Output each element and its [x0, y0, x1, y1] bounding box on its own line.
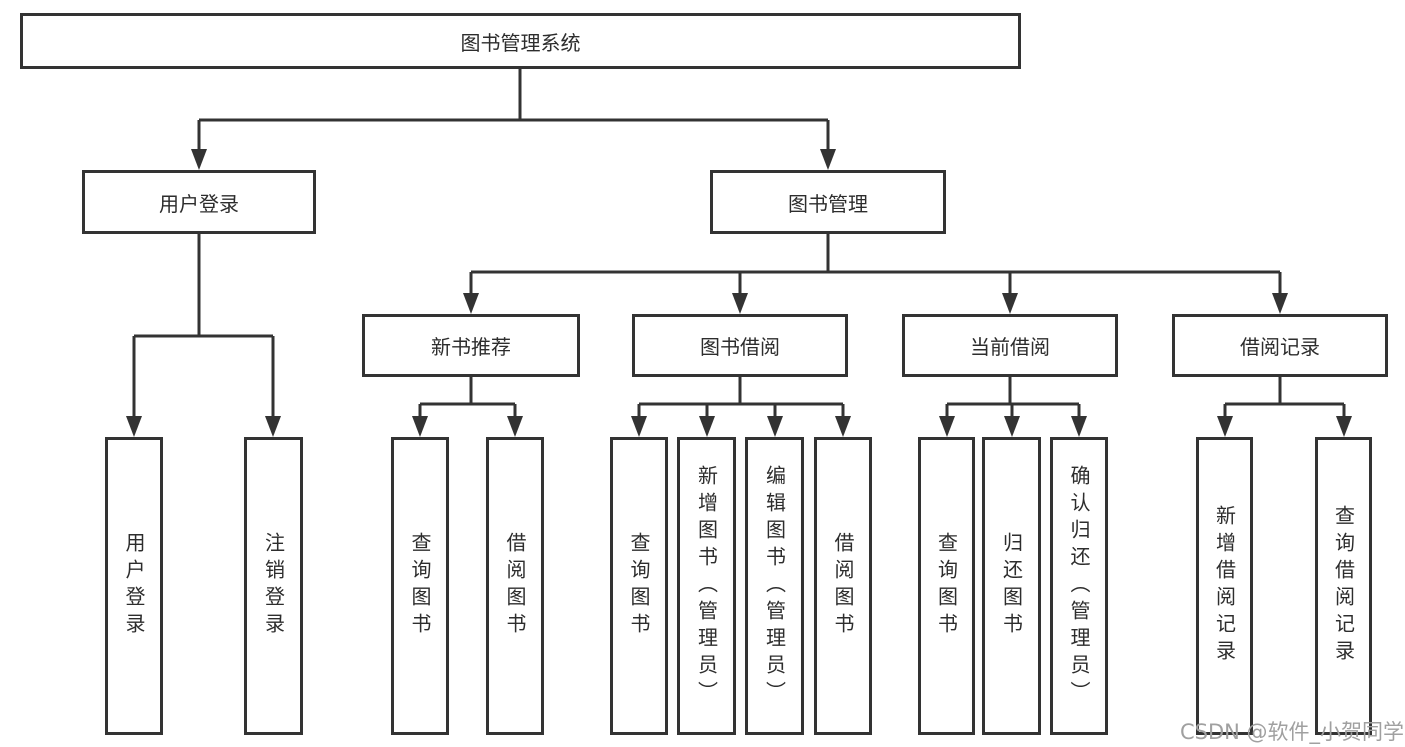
arrowhead-icon	[1272, 293, 1288, 314]
arrowhead-icon	[1217, 416, 1233, 437]
leaf-borrow-books: 借阅图书	[814, 437, 872, 735]
arrowhead-icon	[463, 293, 479, 314]
leaf-add-book-admin: 新增图书（管理员）	[677, 437, 736, 735]
connector-user-login-to-children	[132, 234, 275, 429]
arrowhead-icon	[631, 416, 647, 437]
node-root-system: 图书管理系统	[20, 13, 1021, 69]
node-book-management: 图书管理	[710, 170, 946, 234]
leaf-user-login: 用户登录	[105, 437, 163, 735]
leaf-query-books-borrow: 查询图书	[610, 437, 668, 735]
connector-book-borrow-children	[637, 377, 845, 429]
leaf-borrow-books-recommend: 借阅图书	[486, 437, 544, 735]
arrowhead-icon	[732, 293, 748, 314]
node-book-borrow: 图书借阅	[632, 314, 848, 377]
node-user-login: 用户登录	[82, 170, 316, 234]
leaf-return-book: 归还图书	[982, 437, 1041, 735]
arrowhead-icon	[126, 416, 142, 437]
arrowhead-icon	[265, 416, 281, 437]
node-borrow-records: 借阅记录	[1172, 314, 1388, 377]
arrowhead-icon	[1002, 293, 1018, 314]
leaf-query-borrow-record: 查询借阅记录	[1315, 437, 1372, 735]
arrowhead-icon	[835, 416, 851, 437]
arrowhead-icon	[699, 416, 715, 437]
leaf-query-books-current: 查询图书	[918, 437, 975, 735]
arrowhead-icon	[412, 416, 428, 437]
arrowhead-icon	[767, 416, 783, 437]
connector-borrow-records-children	[1223, 377, 1346, 429]
leaf-add-borrow-record: 新增借阅记录	[1196, 437, 1253, 735]
connector-new-book-recommend-children	[418, 377, 517, 429]
leaf-logout: 注销登录	[244, 437, 303, 735]
arrowheads	[126, 149, 1352, 437]
arrowhead-icon	[1071, 416, 1087, 437]
node-new-book-recommend: 新书推荐	[362, 314, 580, 377]
leaf-query-books-recommend: 查询图书	[391, 437, 449, 735]
connector-root-to-level2	[197, 69, 830, 162]
leaf-confirm-return-admin: 确认归还（管理员）	[1050, 437, 1108, 735]
arrowhead-icon	[820, 149, 836, 170]
connector-book-management-to-level3	[469, 234, 1282, 306]
leaf-edit-book-admin: 编辑图书（管理员）	[745, 437, 804, 735]
watermark: CSDN @软件_小贺同学	[1180, 720, 1405, 744]
arrowhead-icon	[1336, 416, 1352, 437]
arrowhead-icon	[1004, 416, 1020, 437]
node-current-borrow: 当前借阅	[902, 314, 1118, 377]
arrowhead-icon	[939, 416, 955, 437]
arrowhead-icon	[507, 416, 523, 437]
arrowhead-icon	[191, 149, 207, 170]
